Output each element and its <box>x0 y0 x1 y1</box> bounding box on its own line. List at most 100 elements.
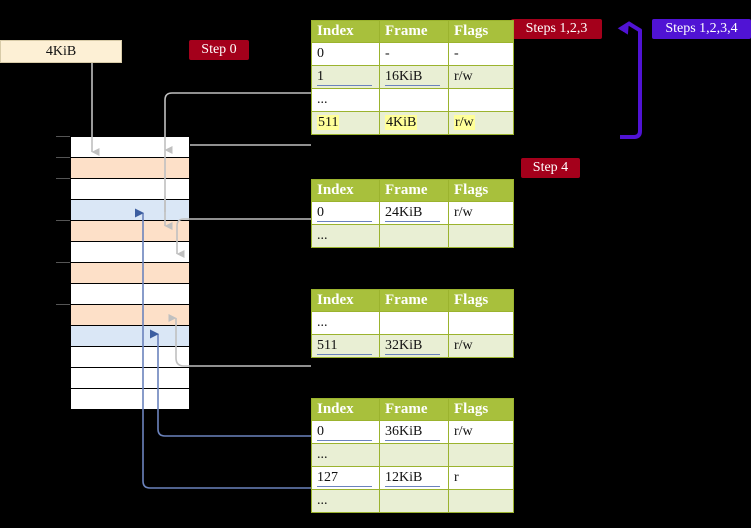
column-header-flags: Flags <box>448 20 514 43</box>
cell-value: r <box>454 470 459 485</box>
badge-step1234: Steps 1,2,3,4 <box>652 19 751 39</box>
memory-tick-mark <box>56 262 70 263</box>
table-cell: 36KiB <box>379 420 449 444</box>
memory-frame-row <box>70 157 190 179</box>
badge-label: Steps 1,2,3,4 <box>665 21 738 36</box>
memory-tick-mark <box>56 304 70 305</box>
memory-tick-mark <box>56 220 70 221</box>
table-cell: r/w <box>448 201 514 225</box>
table-cell: 16KiB <box>379 65 449 89</box>
column-header-frame: Frame <box>379 179 449 202</box>
table-row: 1 16KiB r/w <box>311 65 514 89</box>
table-row: 0 36KiB r/w <box>311 420 514 444</box>
cell-value: 4KiB <box>385 115 418 130</box>
table-cell <box>448 88 514 112</box>
table-cell: 1 <box>311 65 380 89</box>
table-row: 0 - - <box>311 42 514 66</box>
badge-label: Step 4 <box>532 160 569 175</box>
cell-value: 16KiB <box>385 69 440 86</box>
cell-value: 0 <box>317 205 372 222</box>
connector-table3-row511 <box>168 314 311 367</box>
table-cell: 0 <box>311 420 380 444</box>
column-header-flags: Flags <box>448 179 514 202</box>
cell-value: - <box>385 46 390 61</box>
cell-value: r/w <box>454 205 473 220</box>
table-cell <box>379 443 449 467</box>
table-cell: ... <box>311 489 380 513</box>
cell-value: - <box>454 46 459 61</box>
cell-value: r/w <box>454 115 475 130</box>
memory-frame-row <box>70 367 190 389</box>
table-row: ... <box>311 88 514 112</box>
table-row: ... <box>311 443 514 467</box>
table-cell: ... <box>311 224 380 248</box>
table-cell <box>379 311 449 335</box>
table-cell <box>448 489 514 513</box>
connector-steps-loop-purple <box>617 21 643 139</box>
table-cell: ... <box>311 311 380 335</box>
column-header-index: Index <box>311 289 380 312</box>
cell-value: ... <box>317 447 328 462</box>
table-cell: r <box>448 466 514 490</box>
badge-step4: Step 4 <box>521 158 580 178</box>
cell-value: 1 <box>317 69 372 86</box>
table-cell: - <box>379 42 449 66</box>
physical-memory-column <box>56 136 190 410</box>
table-cell <box>379 489 449 513</box>
cell-value: ... <box>317 493 328 508</box>
table-cell: 12KiB <box>379 466 449 490</box>
badge-label: Steps 1,2,3 <box>525 21 588 36</box>
table-cell: 0 <box>311 201 380 225</box>
table-cell <box>448 311 514 335</box>
memory-frame-row <box>70 262 190 284</box>
memory-frame-row <box>70 178 190 200</box>
cell-value: 36KiB <box>385 424 440 441</box>
table-row: 127 12KiB r <box>311 466 514 490</box>
table-cell <box>379 88 449 112</box>
column-header-index: Index <box>311 20 380 43</box>
cell-value: r/w <box>454 69 473 84</box>
cell-value: 0 <box>317 46 324 61</box>
cell-value: ... <box>317 92 328 107</box>
memory-frame-row <box>70 325 190 347</box>
size-label-box: 4KiB <box>0 40 122 63</box>
cell-value: 511 <box>317 338 372 355</box>
cell-value: 12KiB <box>385 470 440 487</box>
memory-tick-mark <box>56 136 70 137</box>
table-cell: 24KiB <box>379 201 449 225</box>
table-cell: - <box>448 42 514 66</box>
table-cell: 32KiB <box>379 334 449 358</box>
table-cell: 4KiB <box>379 111 449 135</box>
memory-frame-row <box>70 241 190 263</box>
cell-value: 511 <box>317 115 340 130</box>
table-row: ... <box>311 224 514 248</box>
cell-value: ... <box>317 228 328 243</box>
table-cell: 127 <box>311 466 380 490</box>
badge-step123: Steps 1,2,3 <box>511 19 602 39</box>
memory-frame-row <box>70 388 190 410</box>
table-cell <box>448 443 514 467</box>
table-cell: 511 <box>311 334 380 358</box>
cell-value: 127 <box>317 470 372 487</box>
cell-value: r/w <box>454 424 473 439</box>
memory-frame-row <box>70 220 190 242</box>
table-cell: r/w <box>448 65 514 89</box>
table-cell: r/w <box>448 420 514 444</box>
column-header-index: Index <box>311 179 380 202</box>
badge-label: Step 0 <box>201 42 237 57</box>
column-header-index: Index <box>311 398 380 421</box>
memory-frame-row <box>70 199 190 221</box>
table-row: ... <box>311 311 514 335</box>
cell-value: 24KiB <box>385 205 440 222</box>
table-cell: r/w <box>448 334 514 358</box>
table-row: ... <box>311 489 514 513</box>
table-cell: r/w <box>448 111 514 135</box>
column-header-frame: Frame <box>379 398 449 421</box>
column-header-flags: Flags <box>448 289 514 312</box>
memory-tick-mark <box>56 178 70 179</box>
table-row: 0 24KiB r/w <box>311 201 514 225</box>
